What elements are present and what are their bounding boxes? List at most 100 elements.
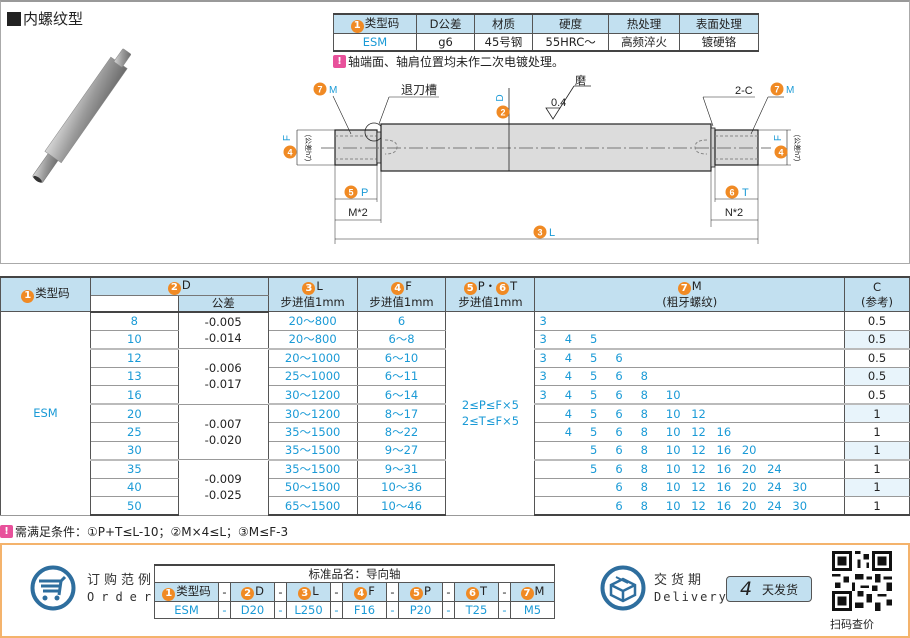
label-chamfer: 2-C xyxy=(735,85,753,97)
tolerance-lower: -0.025 xyxy=(204,488,242,503)
m-value: 5 xyxy=(590,406,598,421)
spec-material: 45号钢 xyxy=(474,32,533,52)
f-cell: 6～8 xyxy=(356,330,447,350)
dash-separator: - xyxy=(442,600,455,619)
m-value: 10 xyxy=(665,387,681,402)
shopping-cart-icon xyxy=(30,565,76,611)
c-cell: 1 xyxy=(844,441,910,461)
badge-m-left-text: 7 xyxy=(317,85,322,95)
delivery-days-badge: 4 天发货 xyxy=(726,576,812,602)
number-badge: 3 xyxy=(298,587,312,600)
f-cell: 6～11 xyxy=(356,367,447,386)
header-l-sub: 步进值1mm xyxy=(280,295,345,310)
m-value: 5 xyxy=(590,462,598,476)
c-cell: 1 xyxy=(844,496,910,516)
l-cell: 20～800 xyxy=(267,330,358,350)
order-column-label: 类型码 xyxy=(176,584,211,598)
qr-code[interactable] xyxy=(832,551,892,611)
m-value: 4 xyxy=(564,369,573,384)
dash-separator: - xyxy=(274,600,287,619)
dash-separator: - xyxy=(386,600,399,619)
spec-header-d-tol: D公差 xyxy=(415,13,476,34)
spec-hardness: 55HRC～ xyxy=(531,32,610,52)
c-cell: 0.5 xyxy=(844,348,910,368)
m-value: 4 xyxy=(564,387,573,402)
m-value: 30 xyxy=(792,498,808,513)
m-value: 20 xyxy=(741,462,757,476)
dash-separator: - xyxy=(330,600,343,619)
d-cell: 50 xyxy=(89,496,179,516)
header-l-label: L xyxy=(316,278,323,293)
d-cell: 20 xyxy=(89,404,179,423)
header-pt-sub: 步进值1mm xyxy=(458,295,523,310)
d-cell: 40 xyxy=(89,478,179,497)
c-cell: 0.5 xyxy=(844,311,910,331)
header-d-label: D xyxy=(181,278,191,292)
m-value: 5 xyxy=(590,351,598,365)
badge-p-text: 5 xyxy=(348,188,353,198)
m-value: 12 xyxy=(691,462,706,476)
label-d: D xyxy=(495,94,506,101)
c-cell: 0.5 xyxy=(844,385,910,405)
spec-header-heat-treatment: 热处理 xyxy=(608,13,680,34)
dash-separator: - xyxy=(386,582,399,602)
m-value: 4 xyxy=(564,351,573,365)
m-value: 6 xyxy=(615,462,623,476)
order-column-value: F16 xyxy=(342,600,387,619)
m-value: 24 xyxy=(767,480,782,495)
label-l: L xyxy=(549,227,555,239)
header-f-label: F xyxy=(405,278,412,293)
m-value: 16 xyxy=(716,462,732,476)
header-d-blank xyxy=(89,295,179,313)
d-cell: 25 xyxy=(89,422,179,442)
dash-separator: - xyxy=(498,582,511,602)
dash-separator: - xyxy=(218,600,231,619)
l-cell: 25～1000 xyxy=(267,367,358,386)
delivery-label-en: Delivery xyxy=(654,590,728,604)
label-n2: N*2 xyxy=(725,207,743,219)
f-cell: 10～46 xyxy=(356,496,447,516)
c-cell: 1 xyxy=(844,404,910,423)
label-roughness: 0.4 xyxy=(551,97,566,109)
order-column-label: D xyxy=(255,583,264,598)
badge-f-left-text: 4 xyxy=(287,148,292,158)
f-cell: 6～10 xyxy=(356,348,447,368)
c-cell: 0.5 xyxy=(844,367,910,386)
badge-l-text: 3 xyxy=(537,228,542,238)
number-badge: 2 xyxy=(241,587,255,600)
header-c-sub: (参考) xyxy=(861,294,893,309)
product-photo xyxy=(32,48,132,183)
l-cell: 35～1500 xyxy=(267,459,358,479)
m-value: 5 xyxy=(590,332,598,346)
d-cell: 16 xyxy=(89,385,179,405)
m-value: 8 xyxy=(640,462,648,476)
m-value: 8 xyxy=(640,387,648,402)
technical-drawing: 2 D 0.4 磨 7 M 退刀槽 4 F (公差h7) 5 P M*2 xyxy=(282,74,802,244)
type-code-cell: ESM xyxy=(0,311,91,516)
c-cell: 0.5 xyxy=(844,330,910,350)
m-value: 5 xyxy=(590,443,598,457)
header-t-label: T xyxy=(510,278,518,293)
tolerance-upper: -0.005 xyxy=(204,315,242,330)
m-value: 5 xyxy=(590,424,598,439)
header-m-label: M xyxy=(691,278,702,293)
header-type-code-label: 类型码 xyxy=(35,286,70,301)
header-d-tol: 公差 xyxy=(177,294,269,313)
